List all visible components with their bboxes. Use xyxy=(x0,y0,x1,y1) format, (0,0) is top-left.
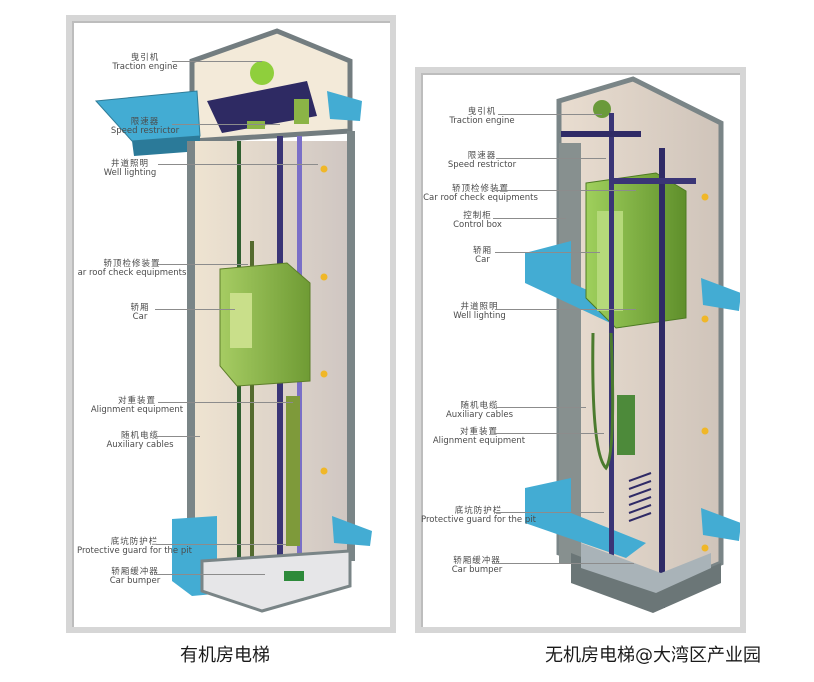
label-control-box-right: 控制柜 Control box xyxy=(453,211,502,230)
label-car-roof-check-right: 轿顶检修装置 Car roof check equipments xyxy=(423,184,538,203)
label-speed-restrictor-left: 限速器 Speed restrictor xyxy=(110,117,180,136)
leader-line xyxy=(493,218,566,219)
leader-line xyxy=(494,563,634,564)
label-well-lighting-right: 井道照明 Well lighting xyxy=(453,302,506,321)
leader-line xyxy=(496,158,606,159)
label-aux-cables-right: 随机电缆 Auxiliary cables xyxy=(445,401,514,420)
leader-line xyxy=(496,309,636,310)
leader-line xyxy=(494,512,604,513)
leader-line xyxy=(155,574,265,575)
label-car-left: 轿厢 Car xyxy=(130,303,150,322)
label-car-bumper-left: 轿厢缓冲器 Car bumper xyxy=(109,567,161,586)
elevator-illustration-machine-room xyxy=(94,28,372,613)
leader-line xyxy=(496,407,586,408)
leader-line xyxy=(495,252,600,253)
label-alignment-left: 对重装置 Alignment equipment xyxy=(90,396,184,415)
leader-line xyxy=(158,264,248,265)
label-traction-engine-right: 曳引机 Traction engine xyxy=(449,107,515,126)
leader-line xyxy=(158,402,293,403)
leader-line xyxy=(494,433,604,434)
label-speed-restrictor-right: 限速器 Speed restrictor xyxy=(447,151,517,170)
leader-line xyxy=(155,436,200,437)
label-pit-guard-left: 底坑防护栏 Protective guard for the pit xyxy=(77,537,192,556)
label-alignment-right: 对重装置 Alignment equipment xyxy=(432,427,526,446)
label-aux-cables-left: 随机电缆 Auxiliary cables xyxy=(106,431,174,450)
label-well-lighting-left: 井道照明 Well lighting xyxy=(103,159,157,178)
diagram-panel-machine-roomless xyxy=(415,67,746,633)
leader-line xyxy=(172,124,280,125)
caption-machine-roomless-elevator: 无机房电梯@大湾区产业园 xyxy=(545,645,761,666)
leader-line xyxy=(496,190,636,191)
diagram-panel-machine-room xyxy=(66,15,396,633)
leader-line xyxy=(172,61,262,62)
leader-line xyxy=(156,544,286,545)
elevator-illustration-machine-roomless xyxy=(525,76,740,613)
leader-line xyxy=(498,114,602,115)
label-car-bumper-right: 轿厢缓冲器 Car bumper xyxy=(451,556,503,575)
leader-line xyxy=(155,309,235,310)
label-car-roof-check-left: 轿顶检修装置 ar roof check equipments xyxy=(77,259,187,278)
label-car-right: 轿厢 Car xyxy=(472,246,492,265)
leader-line xyxy=(158,164,318,165)
label-traction-engine-left: 曳引机 Traction engine xyxy=(112,53,178,72)
label-pit-guard-right: 底坑防护栏 Protective guard for the pit xyxy=(421,506,536,525)
caption-machine-room-elevator: 有机房电梯 xyxy=(180,645,270,666)
